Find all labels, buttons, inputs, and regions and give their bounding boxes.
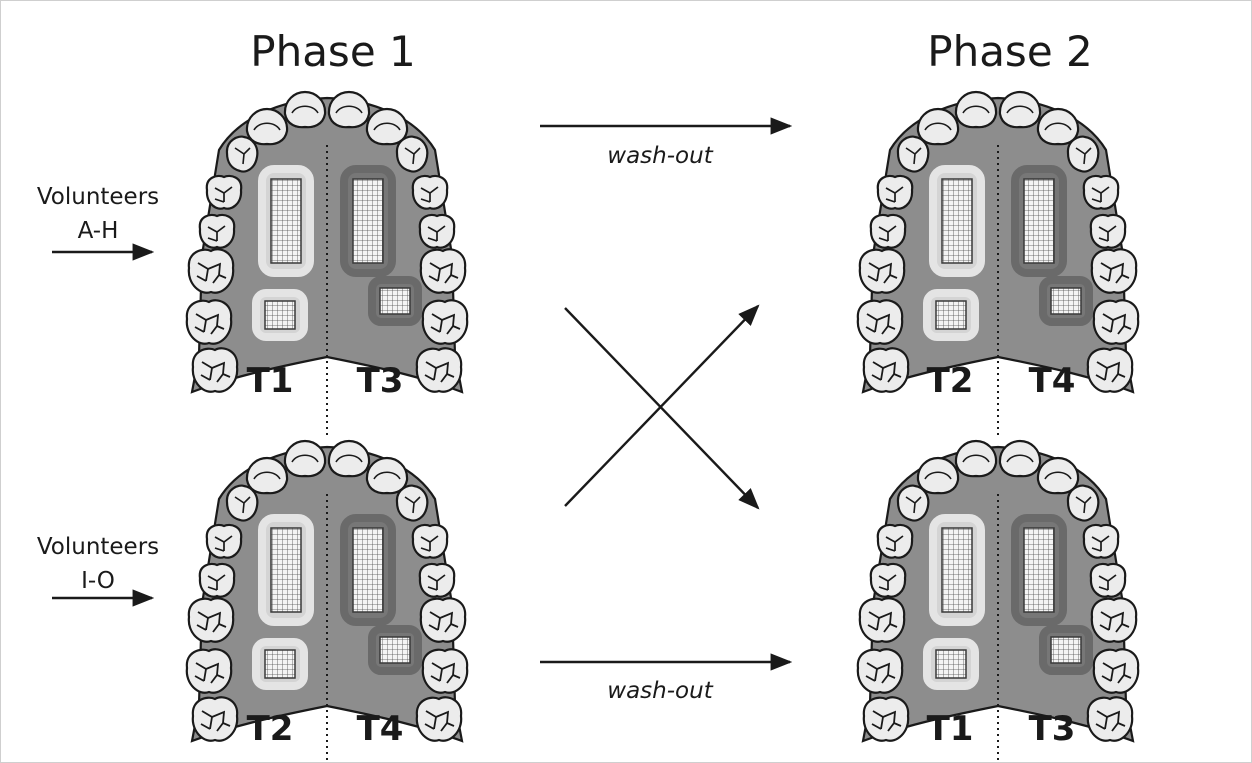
treatment-label-right: T3 <box>357 361 404 401</box>
treatment-label-right: T4 <box>1029 361 1076 401</box>
volunteers-range: A-H <box>78 218 119 244</box>
phase-2-title: Phase 2 <box>927 27 1092 76</box>
volunteers-range: I-O <box>81 568 115 594</box>
phase-1-title: Phase 1 <box>250 27 415 76</box>
appliance-phase2-group1: T2 T4 <box>858 92 1138 435</box>
treatment-label-left: T2 <box>927 361 974 401</box>
appliance-phase1-group1: T1 T3 <box>187 92 467 435</box>
crossover-arrow-up <box>565 306 758 506</box>
crossover-arrow-down <box>565 308 758 508</box>
volunteers-title: Volunteers <box>37 184 159 210</box>
volunteers-group-1: Volunteers A-H <box>37 184 159 252</box>
treatment-label-left: T2 <box>247 709 294 749</box>
washout-top: wash-out <box>540 126 790 169</box>
appliance-phase2-group2: T1 T3 <box>858 441 1138 763</box>
volunteers-group-2: Volunteers I-O <box>37 534 159 598</box>
washout-label: wash-out <box>607 143 713 169</box>
treatment-label-left: T1 <box>927 709 974 749</box>
treatment-label-right: T4 <box>357 709 404 749</box>
treatment-label-right: T3 <box>1029 709 1076 749</box>
washout-label: wash-out <box>607 678 713 704</box>
washout-bottom: wash-out <box>540 662 790 704</box>
appliance-phase1-group2: T2 T4 <box>187 441 467 763</box>
treatment-label-left: T1 <box>247 361 294 401</box>
volunteers-title: Volunteers <box>37 534 159 560</box>
